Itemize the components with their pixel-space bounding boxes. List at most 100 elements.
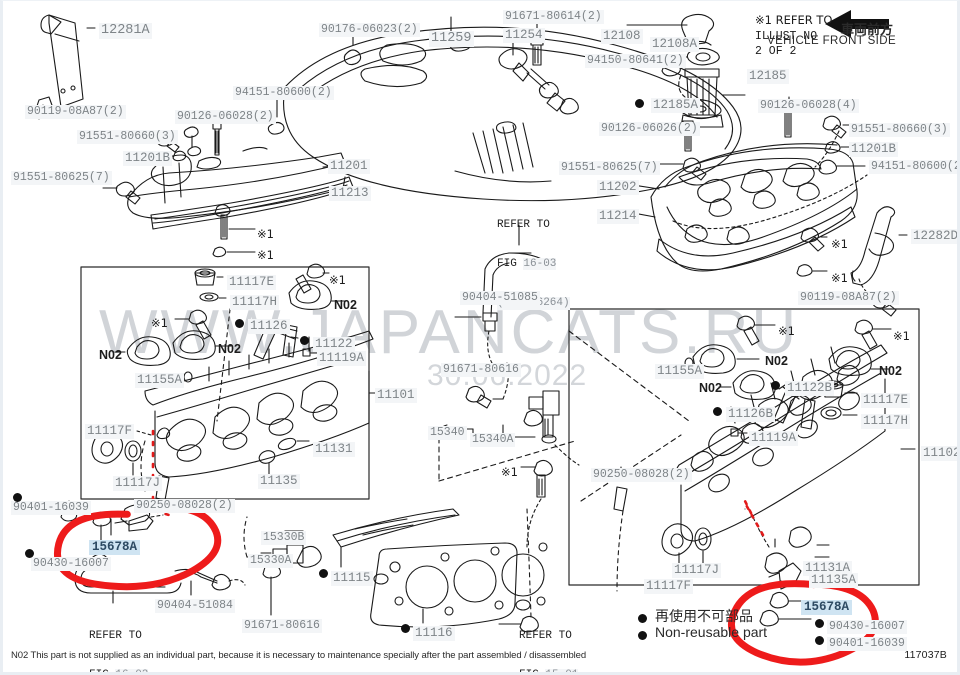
part-callout: N02 (334, 298, 357, 312)
part-callout: 11119A (317, 351, 367, 366)
part-callout: 91551-80660(3) (849, 123, 950, 137)
part-callout: 11117H (230, 295, 280, 310)
part-callout: 90401-16039 (11, 501, 91, 515)
refer-line-2-prefix: FIG (519, 669, 546, 675)
part-callout: 91551-80625(7) (559, 161, 660, 175)
part-callout: 11201B (849, 142, 899, 157)
part-callout: N02 (699, 381, 722, 395)
part-callout: 11135 (258, 474, 300, 489)
part-callout: 90430-16007 (827, 620, 907, 634)
reference-marker: ※1 (501, 465, 518, 479)
reference-marker: ※1 (778, 324, 795, 338)
part-callout: 11201B (123, 151, 173, 166)
part-callout: 11117F (644, 579, 694, 594)
part-callout: 94151-80600(2) (233, 86, 334, 100)
nonreusable-dot-icon (771, 381, 780, 390)
part-callout: 11155A (135, 373, 185, 388)
refer-line-2-fig: 15-01 (545, 669, 579, 672)
nonreusable-dot-icon (300, 336, 309, 345)
nonreusable-dot-icon (13, 493, 22, 502)
part-callout: 15330A (248, 554, 294, 568)
part-callout: 90126-06028(2) (175, 110, 276, 124)
part-callout: 11214 (597, 209, 639, 224)
refer-illust-line2: ILLUST NO (755, 30, 818, 43)
part-callout: 11117J (672, 563, 722, 578)
part-callout: 11126 (248, 319, 290, 334)
part-callout: 91551-80625(7) (11, 171, 112, 185)
nonreusable-dot-icon (319, 569, 328, 578)
part-callout: 11117H (861, 414, 911, 429)
part-callout: 11117E (861, 393, 911, 408)
part-callout: 15678A (801, 600, 853, 615)
part-callout: 11126B (726, 407, 776, 422)
nonreusable-dot-icon (713, 407, 722, 416)
part-callout: 90401-16039 (827, 637, 907, 651)
part-callout: 12108 (601, 29, 643, 44)
refer-block-16261: REFER TO FIG 16-03 (PNC 16261) (89, 604, 162, 675)
nonreusable-dot-icon (815, 636, 824, 645)
part-callout: 94150-80641(2) (585, 54, 686, 68)
refer-line-1: REFER TO (519, 630, 572, 642)
nonreusable-label-jp: 再使用不可部品 (655, 609, 753, 625)
diagram-artwork (36, 10, 920, 666)
part-callout: 12281A (99, 23, 152, 39)
refer-line-2-prefix: FIG (497, 258, 524, 270)
refer-block-15193: REFER TO FIG 15-01 (PNC 15193) (519, 604, 592, 675)
part-callout: 11259 (429, 31, 474, 47)
part-callout: 91671-80616 (242, 619, 322, 633)
part-callout: 90250-08028(2) (134, 499, 235, 513)
nonreusable-label-en: Non-reusable part (655, 624, 768, 640)
nonreusable-dot-icon (401, 624, 410, 633)
refer-line-1: REFER TO (89, 630, 142, 642)
part-callout: 11131A (803, 561, 853, 576)
reference-marker: ※1 (257, 248, 274, 262)
part-callout: 12185A (651, 98, 701, 113)
part-callout: 90250-08028(2) (591, 468, 692, 482)
vehicle-front-arrow (825, 10, 889, 38)
reference-marker: ※1 (151, 316, 168, 330)
refer-illust-note: ※1 REFER TO ILLUST NO 2 OF 2 (755, 13, 832, 59)
part-callout: 15330B (261, 531, 307, 545)
nonreusable-dot-icon (638, 631, 647, 640)
refer-line-2-fig: 16-03 (115, 669, 149, 672)
part-callout: 11213 (329, 186, 371, 201)
nonreusable-dot-icon (815, 619, 824, 628)
part-callout: 11119A (749, 431, 799, 446)
reference-marker: ※1 (329, 273, 346, 287)
part-callout: 90430-16007 (31, 557, 111, 571)
part-callout: 90126-06026(2) (599, 122, 700, 136)
nonreusable-dot-icon (635, 99, 644, 108)
part-callout: 11254 (503, 28, 545, 43)
sheet-code: 117037B (904, 649, 947, 661)
part-callout: 11117E (227, 275, 277, 290)
part-callout: 11116 (413, 626, 455, 641)
part-callout: 15340 (428, 426, 467, 440)
nonreusable-dot-icon (638, 614, 647, 623)
part-callout: 15678A (89, 540, 141, 555)
part-callout: 11155A (655, 364, 705, 379)
reference-marker: ※1 (831, 237, 848, 251)
part-callout: 91671-80616 (441, 363, 521, 377)
part-callout: 11131 (313, 442, 355, 457)
footer-note: N02 This part is not supplied as an indi… (11, 650, 587, 661)
part-callout: 91551-80660(3) (77, 130, 178, 144)
part-callout: 11135A (809, 573, 859, 588)
part-callout: 11115 (331, 571, 373, 586)
part-callout: 12108A (650, 37, 700, 52)
part-callout: N02 (765, 354, 788, 368)
part-callout: 11122 (313, 337, 355, 352)
nonreusable-dot-icon (25, 549, 34, 558)
refer-line-1: REFER TO (497, 219, 550, 231)
part-callout: 12185 (747, 69, 789, 84)
vehicle-front-label-jp: 車両前方 (841, 23, 894, 38)
part-callout: N02 (99, 348, 122, 362)
part-callout: 90404-51084 (155, 599, 235, 613)
refer-illust-line3: 2 OF 2 (755, 45, 797, 58)
refer-line-2-prefix: FIG (89, 669, 116, 675)
part-callout: 12282D (911, 229, 959, 244)
part-callout: 11117J (113, 476, 163, 491)
reference-marker: ※1 (257, 227, 274, 241)
part-callout: 15340A (470, 433, 516, 447)
part-callout: 11122B (785, 381, 835, 396)
part-callout: 11101 (375, 388, 417, 403)
